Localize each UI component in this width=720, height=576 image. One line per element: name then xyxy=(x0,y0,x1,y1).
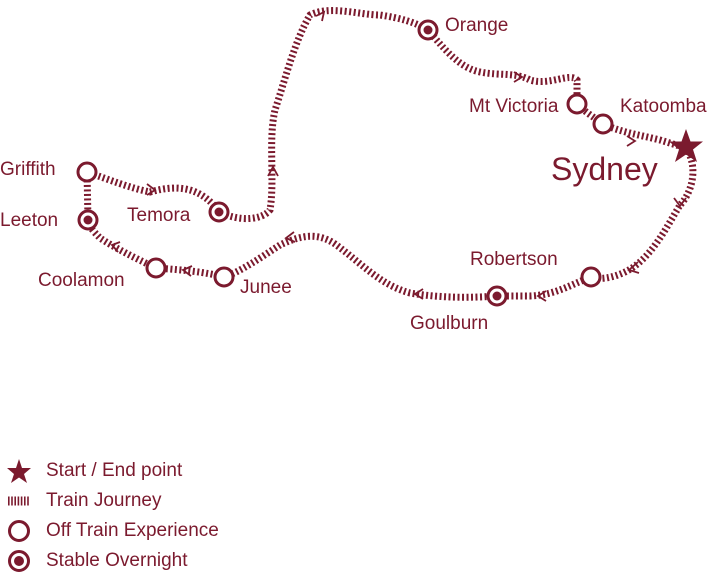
arrow-icon xyxy=(536,290,547,302)
stop-katoomba xyxy=(592,113,614,135)
label-orange: Orange xyxy=(445,15,509,36)
legend-label: Start / End point xyxy=(46,460,183,481)
legend-item-off-train: Off Train Experience xyxy=(6,516,219,546)
arrow-icon xyxy=(626,135,637,147)
arrow-icon xyxy=(413,288,424,300)
star-icon xyxy=(6,458,40,484)
arrow-icon xyxy=(181,265,193,277)
train-route xyxy=(83,7,697,301)
stop-junee xyxy=(213,266,235,288)
legend-label: Off Train Experience xyxy=(46,520,219,541)
stop-leeton xyxy=(77,209,99,231)
legend: Start / End point Train Journey Off Trai… xyxy=(6,456,219,576)
direction-arrows xyxy=(110,10,687,302)
legend-label: Stable Overnight xyxy=(46,550,188,571)
legend-label: Train Journey xyxy=(46,490,162,511)
legend-item-stable-overnight: Stable Overnight xyxy=(6,546,219,576)
label-goulburn: Goulburn xyxy=(410,313,489,334)
label-katoomba: Katoomba xyxy=(620,96,707,117)
star-icon xyxy=(669,129,703,162)
label-sydney: Sydney xyxy=(551,151,658,187)
label-leeton: Leeton xyxy=(0,210,59,231)
arrow-icon xyxy=(513,71,524,83)
arrow-icon xyxy=(315,10,326,22)
stop-goulburn xyxy=(486,285,508,307)
label-robertson: Robertson xyxy=(470,249,558,270)
arrow-icon xyxy=(284,231,296,243)
stop-mt-victoria xyxy=(566,93,588,115)
train-track-icon xyxy=(6,488,40,514)
ring-dot-icon xyxy=(6,548,40,574)
ring-icon xyxy=(6,518,40,544)
stop-orange xyxy=(417,19,439,41)
arrow-icon xyxy=(146,183,157,196)
stop-robertson xyxy=(580,266,602,288)
arrow-icon xyxy=(267,165,279,177)
legend-item-start-end: Start / End point xyxy=(6,456,219,486)
arrow-icon xyxy=(627,261,640,274)
stop-temora xyxy=(208,201,230,223)
legend-item-train-journey: Train Journey xyxy=(6,486,219,516)
stop-griffith xyxy=(76,161,98,183)
label-temora: Temora xyxy=(127,205,191,226)
label-mt-victoria: Mt Victoria xyxy=(469,96,559,117)
label-coolamon: Coolamon xyxy=(38,270,125,291)
label-griffith: Griffith xyxy=(0,159,56,180)
stop-coolamon xyxy=(145,257,167,279)
arrow-icon xyxy=(673,197,687,208)
arrow-icon xyxy=(110,241,121,253)
label-junee: Junee xyxy=(240,277,292,298)
